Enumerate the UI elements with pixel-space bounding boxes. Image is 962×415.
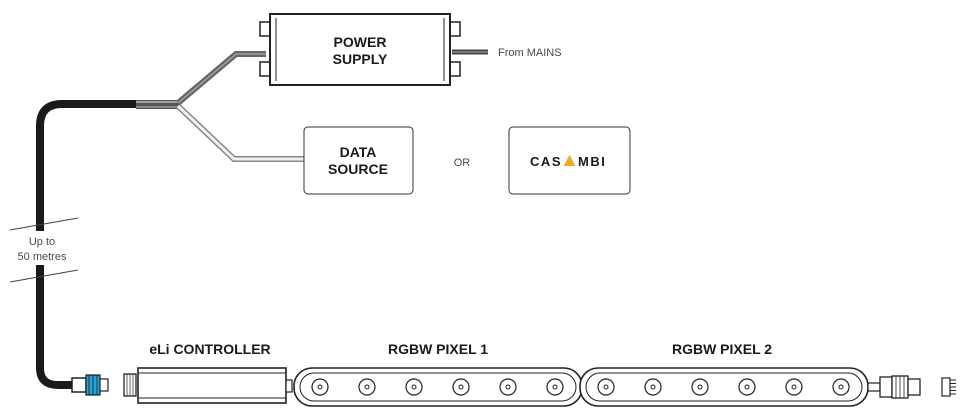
casambi-logo-end: MBI [578, 154, 606, 169]
pixel1-led-1 [311, 378, 329, 396]
casambi-logo: CAS MBI [530, 154, 606, 169]
cable-splitter [136, 100, 180, 109]
pixel2-led-4 [738, 378, 756, 396]
pixel2-led-5 [785, 378, 803, 396]
blue-connector [71, 374, 109, 396]
pixel1-label: RGBW PIXEL 1 [388, 341, 488, 357]
pixel2-led-6 [832, 378, 850, 396]
pixel2-led-3 [691, 378, 709, 396]
pixel1-led-5 [499, 378, 517, 396]
pixel-bar-2 [579, 367, 869, 407]
pixel-bar-1 [293, 367, 583, 407]
power-supply: POWER SUPPLY [259, 13, 461, 86]
power-cable [176, 51, 266, 106]
data-cable [175, 103, 304, 162]
pixel1-led-6 [546, 378, 564, 396]
or-label: OR [454, 157, 471, 169]
casambi-logo-triangle [563, 155, 576, 166]
terminator-cap [941, 377, 956, 397]
controller [123, 367, 293, 404]
data-source-box: DATA SOURCE [303, 126, 414, 195]
cable-length-line2: 50 metres [18, 251, 67, 263]
casambi-box: CAS MBI [508, 126, 631, 195]
pixel1-led-3 [405, 378, 423, 396]
data-source-label-line2: SOURCE [328, 161, 388, 177]
pixel1-led-4 [452, 378, 470, 396]
pixel2-label: RGBW PIXEL 2 [672, 341, 772, 357]
mains-label: From MAINS [498, 47, 562, 59]
end-connector [867, 375, 921, 399]
power-supply-label-line2: SUPPLY [333, 51, 388, 67]
cable-length-line1: Up to [29, 236, 55, 248]
pixel2-led-1 [597, 378, 615, 396]
casambi-logo-start: CAS [530, 154, 562, 169]
data-source-label-line1: DATA [340, 144, 377, 160]
cable-length-marker: Up to 50 metres [9, 217, 79, 283]
power-supply-label-line1: POWER [334, 34, 387, 50]
controller-label: eLi CONTROLLER [149, 341, 270, 357]
pixel2-led-2 [644, 378, 662, 396]
pixel1-led-2 [358, 378, 376, 396]
